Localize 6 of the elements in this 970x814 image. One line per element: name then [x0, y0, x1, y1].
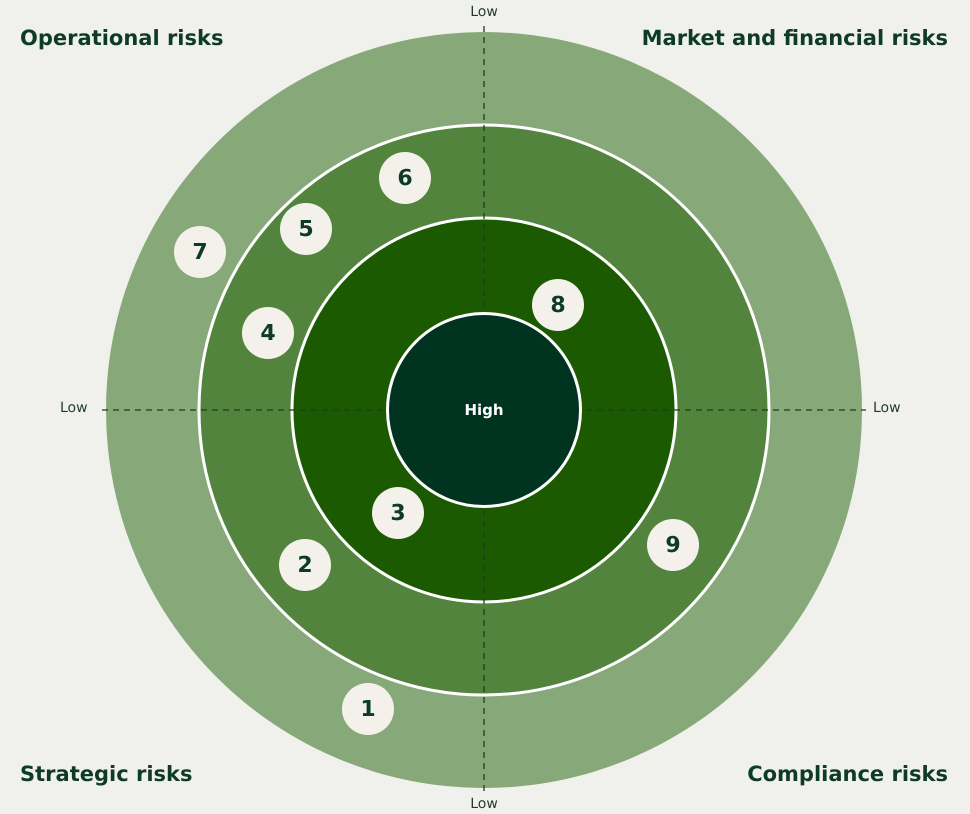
quadrant-title: Strategic risks: [20, 762, 192, 786]
quadrant-title: Compliance risks: [747, 762, 948, 786]
quadrant-title: Operational risks: [20, 26, 224, 50]
axis-label: Low: [60, 400, 88, 416]
quadrant-title: Market and financial risks: [642, 26, 948, 50]
axis-label: Low: [873, 400, 901, 416]
